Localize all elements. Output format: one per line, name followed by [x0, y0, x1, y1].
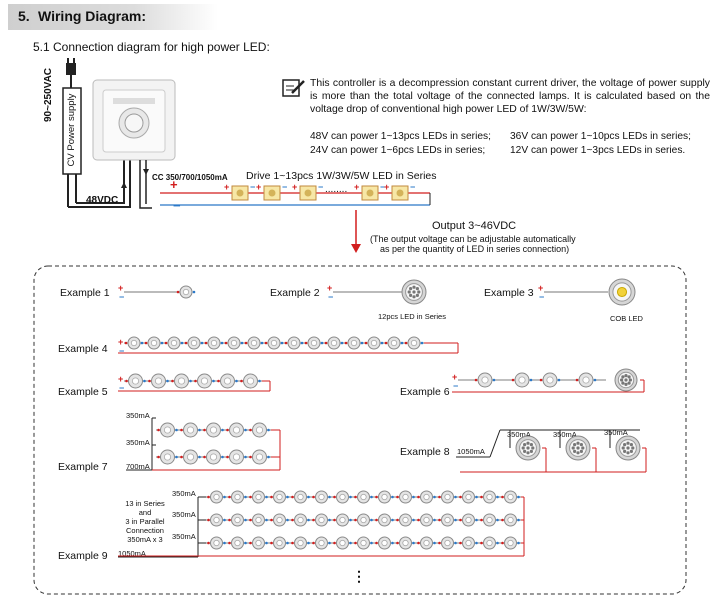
- example-9-label: Example 9: [58, 550, 108, 562]
- power-spec: 36V can power 1~10pcs LEDs in series;: [510, 131, 691, 142]
- example-3-label: Example 3: [484, 287, 534, 299]
- svg-text:−: −: [119, 346, 124, 356]
- example-4-label: Example 4: [58, 343, 108, 355]
- section-title-bar: 5. Wiring Diagram:: [8, 4, 218, 30]
- svg-text:+: +: [256, 182, 261, 192]
- ac-plug-icon: [66, 58, 76, 88]
- psu-output-label: 48VDC: [86, 195, 119, 206]
- power-spec: 12V can power 1~3pcs LEDs in series.: [510, 145, 686, 156]
- current-label: 350mA: [172, 510, 196, 519]
- example-5-label: Example 5: [58, 386, 108, 398]
- svg-text:−: −: [119, 383, 124, 393]
- svg-text:+: +: [118, 337, 123, 347]
- drive-dots: ........: [325, 184, 348, 195]
- drive-label: Drive 1~13pcs 1W/3W/5W LED in Series: [246, 170, 437, 182]
- output-note: (The output voltage can be adjustable au…: [370, 234, 576, 244]
- svg-text:−: −: [250, 182, 255, 192]
- svg-text:+: +: [118, 283, 123, 293]
- power-spec: 24V can power 1~6pcs LEDs in series;: [310, 145, 486, 156]
- svg-text:+: +: [538, 283, 543, 293]
- current-label: 350mA: [172, 532, 196, 541]
- example-7-label: Example 7: [58, 461, 108, 473]
- svg-text:−: −: [119, 292, 124, 302]
- output-note: as per the quantity of LED in series con…: [380, 244, 570, 254]
- power-spec: 48V can power 1~13pcs LEDs in series;: [310, 131, 491, 142]
- example-1-label: Example 1: [60, 287, 110, 299]
- svg-text:+: +: [118, 374, 123, 384]
- svg-text:−: −: [318, 182, 323, 192]
- svg-text:−: −: [328, 292, 333, 302]
- note-pencil-icon: [282, 78, 306, 98]
- svg-text:+: +: [224, 182, 229, 192]
- svg-text:+: +: [327, 283, 332, 293]
- svg-text:+: +: [354, 182, 359, 192]
- controller-note: This controller is a decompression const…: [310, 78, 710, 115]
- current-label: 350mA: [172, 489, 196, 498]
- cv-power-supply: [62, 87, 82, 175]
- svg-text:−: −: [380, 182, 385, 192]
- section-number: 5.: [18, 8, 30, 24]
- example-3-caption: COB LED: [610, 314, 643, 323]
- example-8-label: Example 8: [400, 446, 450, 458]
- svg-text:−: −: [173, 198, 181, 213]
- svg-text:−: −: [539, 292, 544, 302]
- current-label: 350mA: [604, 428, 628, 437]
- examples-frame: [33, 265, 687, 595]
- current-label: 350mA: [507, 430, 531, 439]
- svg-text:−: −: [282, 182, 287, 192]
- svg-text:+: +: [292, 182, 297, 192]
- current-label: 350mA: [126, 411, 150, 420]
- example-2-label: Example 2: [270, 287, 320, 299]
- output-title: Output 3~46VDC: [432, 220, 517, 232]
- subsection-title: 5.1 Connection diagram for high power LE…: [33, 40, 270, 54]
- current-label: 350mA: [553, 430, 577, 439]
- svg-text:+: +: [170, 177, 178, 192]
- svg-text:−: −: [410, 182, 415, 192]
- more-indicator: ⋮: [352, 568, 366, 584]
- current-label: 350mA: [126, 438, 150, 447]
- svg-text:−: −: [453, 381, 458, 391]
- current-label: 1050mA: [457, 447, 485, 456]
- svg-text:+: +: [452, 372, 457, 382]
- cc-label: CC 350/700/1050mA: [152, 173, 228, 182]
- svg-text:+: +: [384, 182, 389, 192]
- current-label: 1050mA: [118, 549, 146, 558]
- section-title: Wiring Diagram:: [38, 8, 146, 24]
- example-2-caption: 12pcs LED in Series: [378, 312, 446, 321]
- example-6-label: Example 6: [400, 386, 450, 398]
- current-label: 700mA: [126, 462, 150, 471]
